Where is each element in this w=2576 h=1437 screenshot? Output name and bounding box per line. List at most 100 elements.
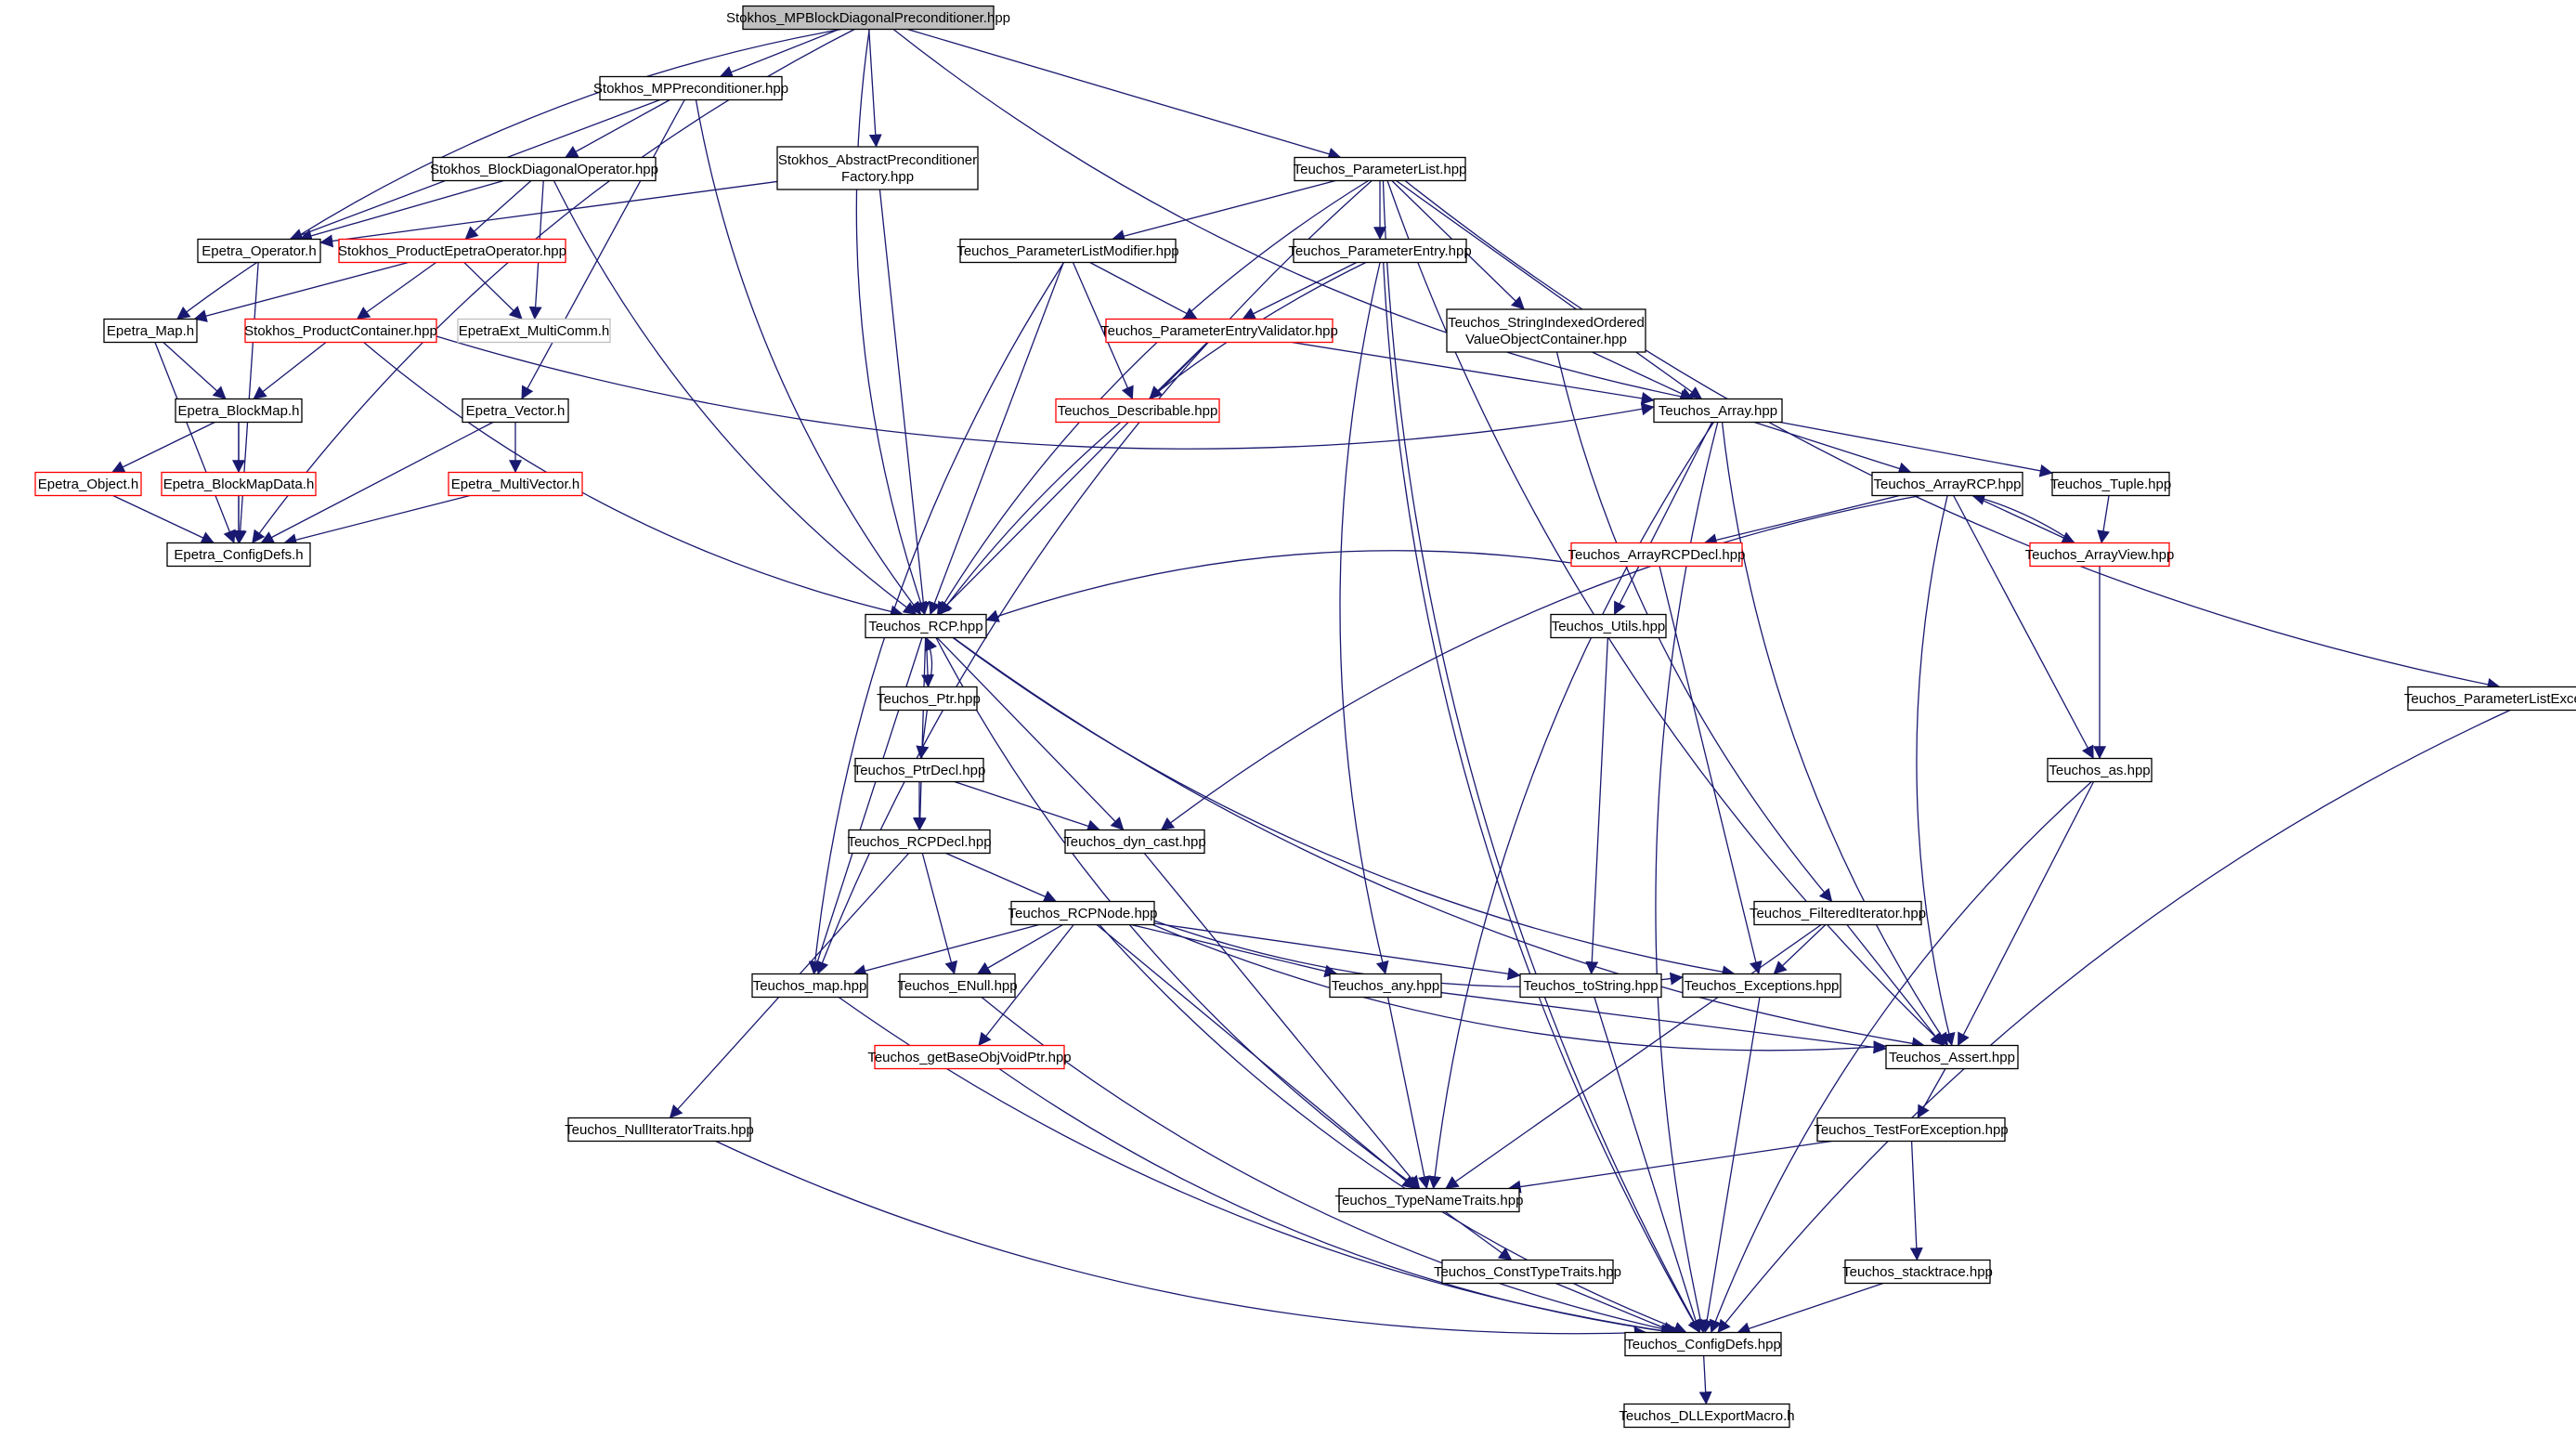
- node-epetraop[interactable]: Epetra_Operator.h: [197, 238, 321, 264]
- edge-root-to-epconfig: [252, 28, 855, 544]
- node-ptr[interactable]: Teuchos_Ptr.hpp: [877, 686, 981, 712]
- edge-epetramap-to-epconfig: [154, 342, 236, 544]
- node-rcpnode[interactable]: Teuchos_RCPNode.hpp: [1008, 900, 1158, 926]
- node-label: Teuchos_ParameterList.hpp: [1294, 162, 1467, 177]
- node-label: Teuchos_map.hpp: [753, 978, 867, 994]
- edge-prodcont-to-tarray: [436, 335, 1655, 450]
- node-box: [1294, 156, 1466, 182]
- node-box: [959, 238, 1177, 264]
- edge-utils-to-tostring: [1585, 637, 1609, 975]
- node-mpprec[interactable]: Stokhos_MPPreconditioner.hpp: [593, 75, 788, 101]
- node-filtered[interactable]: Teuchos_FilteredIterator.hpp: [1750, 900, 1926, 926]
- edge-blockdiag-to-rcp: [553, 180, 917, 616]
- node-stacktrace[interactable]: Teuchos_stacktrace.hpp: [1842, 1259, 1993, 1285]
- node-plexcept[interactable]: Teuchos_ParameterListExceptions.hpp: [2404, 686, 2576, 712]
- edge-paramlist-to-tconfig: [1382, 180, 1701, 1334]
- node-box: [244, 318, 437, 344]
- edge-stacktrace-to-tconfig: [1737, 1282, 1884, 1335]
- node-label: Teuchos_ParameterListExceptions.hpp: [2404, 691, 2576, 707]
- edge-arrayrcp-to-arcpdecl: [1703, 494, 1900, 547]
- node-nullit[interactable]: Teuchos_NullIteratorTraits.hpp: [565, 1117, 754, 1143]
- node-arcpdecl[interactable]: Teuchos_ArrayRCPDecl.hpp: [1568, 542, 1746, 568]
- node-tany[interactable]: Teuchos_any.hpp: [1329, 973, 1442, 999]
- edge-paramlist-to-tassert: [1386, 180, 1945, 1046]
- edge-arcpdecl-to-texcept: [1659, 566, 1763, 975]
- node-dllexport[interactable]: Teuchos_DLLExportMacro.h: [1619, 1403, 1795, 1429]
- edge-rcpnode-to-getbase: [978, 924, 1074, 1047]
- node-plmod[interactable]: Teuchos_ParameterListModifier.hpp: [956, 238, 1179, 264]
- node-box: [1064, 829, 1205, 855]
- edge-mpprec-to-rcp: [695, 99, 922, 616]
- node-box: [751, 973, 868, 999]
- node-dyncast[interactable]: Teuchos_dyn_cast.hpp: [1063, 829, 1206, 855]
- edge-nullit-to-tconfig: [715, 1140, 1647, 1339]
- node-box: [448, 471, 583, 497]
- node-texcept[interactable]: Teuchos_Exceptions.hpp: [1682, 973, 1841, 999]
- edge-ptr-to-rcp: [925, 636, 938, 687]
- node-enull[interactable]: Teuchos_ENull.hpp: [897, 973, 1018, 999]
- node-tarray[interactable]: Teuchos_Array.hpp: [1653, 398, 1783, 424]
- node-rcp[interactable]: Teuchos_RCP.hpp: [865, 613, 987, 639]
- node-box: [1010, 900, 1155, 926]
- node-epetravec[interactable]: Epetra_Vector.h: [462, 398, 569, 424]
- node-getbase[interactable]: Teuchos_getBaseObjVoidPtr.hpp: [867, 1044, 1072, 1070]
- edge-filtered-to-texcept: [1773, 924, 1827, 974]
- edge-root-to-absprec: [868, 29, 882, 148]
- node-arrayview[interactable]: Teuchos_ArrayView.hpp: [2025, 542, 2175, 568]
- node-tas[interactable]: Teuchos_as.hpp: [2047, 757, 2153, 783]
- node-pevalid[interactable]: Teuchos_ParameterEntryValidator.hpp: [1100, 318, 1338, 344]
- edge-getbase-to-tconfig: [998, 1067, 1674, 1338]
- node-pentry[interactable]: Teuchos_ParameterEntry.hpp: [1288, 238, 1472, 264]
- edge-mpprec-to-epetravec: [521, 99, 685, 400]
- node-absprec[interactable]: Stokhos_AbstractPreconditionerFactory.hp…: [776, 146, 979, 190]
- node-consttype[interactable]: Teuchos_ConstTypeTraits.hpp: [1434, 1259, 1621, 1285]
- edge-pentry-to-pevalid: [1242, 261, 1358, 320]
- node-prodcont[interactable]: Stokhos_ProductContainer.hpp: [244, 318, 437, 344]
- node-multivec[interactable]: Epetra_MultiVector.h: [448, 471, 583, 497]
- node-label: Teuchos_RCPNode.hpp: [1008, 906, 1158, 921]
- node-label: Teuchos_DLLExportMacro.h: [1619, 1408, 1794, 1424]
- edge-arrayrcp-to-arrayview: [1971, 494, 2075, 544]
- edge-pentry-to-tany: [1339, 262, 1389, 975]
- edge-consttype-to-tconfig: [1555, 1282, 1676, 1334]
- node-arrayrcp[interactable]: Teuchos_ArrayRCP.hpp: [1871, 471, 2023, 497]
- edge-root-to-paramlist: [907, 28, 1342, 161]
- node-epetramap[interactable]: Epetra_Map.h: [103, 318, 198, 344]
- node-typename[interactable]: Teuchos_TypeNameTraits.hpp: [1335, 1187, 1524, 1213]
- node-describable[interactable]: Teuchos_Describable.hpp: [1055, 398, 1220, 424]
- node-blockmap[interactable]: Epetra_BlockMap.h: [175, 398, 303, 424]
- edge-paramlist-to-plexcept: [1404, 179, 2501, 691]
- node-blockdiag[interactable]: Stokhos_BlockDiagonalOperator.hpp: [430, 156, 658, 182]
- node-tassert[interactable]: Teuchos_Assert.hpp: [1885, 1044, 2019, 1070]
- node-bmapdata[interactable]: Epetra_BlockMapData.h: [161, 471, 317, 497]
- edge-typename-to-consttype: [1444, 1210, 1513, 1261]
- node-ptrdecl[interactable]: Teuchos_PtrDecl.hpp: [853, 757, 986, 783]
- node-rcpdecl[interactable]: Teuchos_RCPDecl.hpp: [847, 829, 992, 855]
- edge-arrayrcp-to-dyncast: [1160, 494, 1921, 831]
- node-epconfig[interactable]: Epetra_ConfigDefs.h: [166, 542, 311, 568]
- node-strindexed[interactable]: Teuchos_StringIndexedOrderedValueObjectC…: [1446, 308, 1646, 353]
- node-multicomm[interactable]: EpetraExt_MultiComm.h: [457, 318, 611, 344]
- edge-blockmap-to-epobject: [111, 421, 215, 474]
- node-label: Teuchos_Tuple.hpp: [2050, 477, 2171, 492]
- node-box: [457, 318, 611, 344]
- node-root[interactable]: Stokhos_MPBlockDiagonalPreconditioner.hp…: [726, 5, 1010, 31]
- node-tmap[interactable]: Teuchos_map.hpp: [751, 973, 868, 999]
- node-utils[interactable]: Teuchos_Utils.hpp: [1550, 613, 1667, 639]
- edge-tarray-to-arrayrcp: [1753, 421, 1912, 476]
- node-label: Teuchos_PtrDecl.hpp: [853, 763, 986, 778]
- node-paramlist[interactable]: Teuchos_ParameterList.hpp: [1294, 156, 1467, 182]
- node-tostring[interactable]: Teuchos_toString.hpp: [1519, 973, 1662, 999]
- node-prodepop[interactable]: Stokhos_ProductEpetraOperator.hpp: [338, 238, 566, 264]
- node-label: Teuchos_ArrayRCP.hpp: [1874, 477, 2022, 492]
- node-label: Teuchos_ParameterListModifier.hpp: [956, 243, 1178, 259]
- node-testfor[interactable]: Teuchos_TestForException.hpp: [1814, 1117, 2009, 1143]
- node-box: [103, 318, 198, 344]
- edge-arrayview-to-arrayrcp: [1971, 492, 2075, 544]
- node-tuple[interactable]: Teuchos_Tuple.hpp: [2050, 471, 2171, 497]
- edge-tarray-to-utils: [1613, 422, 1713, 616]
- node-tconfig[interactable]: Teuchos_ConfigDefs.hpp: [1624, 1331, 1782, 1357]
- node-epobject[interactable]: Epetra_Object.h: [34, 471, 142, 497]
- node-label: Factory.hpp: [841, 169, 914, 185]
- node-label: Teuchos_ArrayView.hpp: [2025, 547, 2175, 563]
